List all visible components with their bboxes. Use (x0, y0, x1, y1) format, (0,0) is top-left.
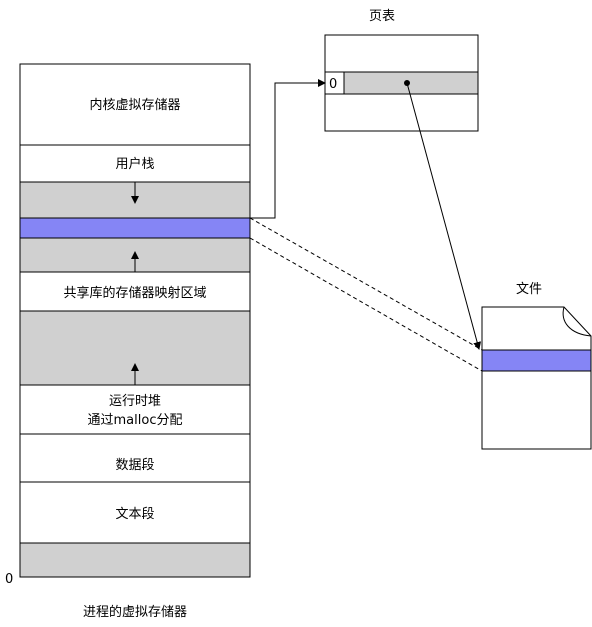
kernel-segment (19, 63, 251, 146)
file-mapped-block (481, 349, 592, 372)
mapping-dashed-line-top (249, 217, 483, 351)
heap-label-line1: 运行时堆 (109, 394, 161, 409)
data-segment (19, 433, 251, 483)
file-folded-corner (562, 306, 592, 337)
file-document (481, 306, 592, 450)
data-segment-label: 数据段 (115, 458, 154, 473)
memory-caption: 进程的虚拟存储器 (83, 604, 187, 620)
address-zero-label: 0 (5, 572, 13, 587)
mapped-page (19, 217, 251, 239)
page-table-lookup-arrow (250, 79, 326, 219)
page-table-entry-index: 0 (329, 77, 337, 92)
reserved-bottom-area (19, 542, 251, 578)
page-table (324, 34, 479, 132)
heap-label-line2: 通过malloc分配 (88, 413, 183, 428)
user-stack-segment (19, 144, 251, 183)
virtual-memory-column (19, 63, 251, 578)
file-title: 文件 (516, 282, 542, 297)
text-segment-label: 文本段 (115, 507, 154, 522)
mapping-dashed-line-bottom (249, 237, 483, 372)
file-outline (481, 306, 592, 450)
page-table-entry (343, 71, 479, 95)
shared-region-label: 共享库的存储器映射区域 (63, 285, 206, 301)
kernel-label: 内核虚拟存储器 (89, 97, 180, 113)
page-table-title: 页表 (369, 9, 395, 24)
page-table-to-file-arrow (406, 82, 482, 350)
user-stack-label: 用户栈 (115, 156, 154, 172)
